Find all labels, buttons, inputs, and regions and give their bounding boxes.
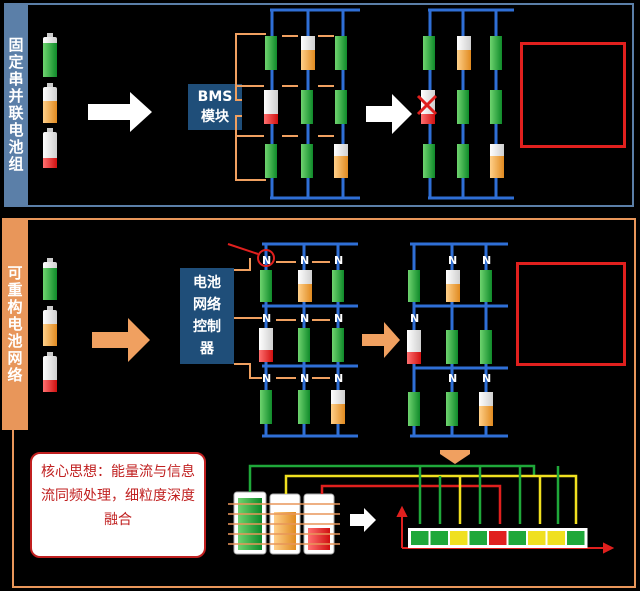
- bms-label-line2: 模块: [201, 109, 229, 125]
- info-flow-lines: [248, 464, 578, 524]
- svg-text:N: N: [482, 254, 491, 267]
- network-controller-box: 电池 网络 控制 器: [180, 268, 234, 364]
- state-cell: [508, 531, 526, 545]
- state-cell: [450, 531, 468, 545]
- sample-battery-full: [43, 33, 57, 77]
- reconfigured-grid-batteries: [407, 270, 493, 426]
- state-cell: [547, 531, 565, 545]
- arrow-right-icon: [350, 508, 376, 532]
- cell-stack-illustration: [228, 491, 340, 555]
- top-red-highlight-box: [520, 42, 626, 148]
- arrow-right-icon: [88, 92, 152, 132]
- highlighted-switch-icon: [257, 249, 275, 267]
- svg-text:N: N: [262, 372, 271, 385]
- arrow-right-icon: [366, 94, 412, 134]
- controller-line3: 控制: [193, 319, 221, 335]
- bms-module-box: BMS 模块: [188, 84, 242, 130]
- state-cell: [469, 531, 487, 545]
- controller-wiring: [234, 258, 330, 379]
- svg-text:N: N: [334, 372, 343, 385]
- arrow-down-icon: [440, 450, 470, 464]
- pointer-line: [227, 243, 259, 255]
- svg-text:N: N: [300, 372, 309, 385]
- bms-wiring: [235, 33, 334, 181]
- reconfigurable-network-title: 可重构电池网络: [2, 218, 28, 430]
- state-cell: [411, 531, 429, 545]
- bms-label-line1: BMS: [197, 89, 233, 105]
- svg-text:N: N: [334, 312, 343, 325]
- reconfig-grid-batteries: [259, 270, 345, 424]
- arrow-right-icon: [362, 322, 400, 358]
- controller-line2: 网络: [193, 297, 221, 313]
- core-idea-text: 核心思想：能量流与信息流同频处理，细粒度深度融合: [41, 464, 195, 528]
- svg-text:N: N: [300, 312, 309, 325]
- sample-battery-low: [43, 128, 57, 168]
- state-cell: [489, 531, 507, 545]
- controller-line4: 器: [200, 341, 214, 357]
- fixed-grid-batteries: [264, 36, 348, 178]
- fixed-pack-title: 固定串并联电池组: [4, 3, 28, 207]
- svg-text:N: N: [482, 372, 491, 385]
- bottom-red-highlight-box: [516, 262, 626, 366]
- faulty-grid-batteries: [421, 36, 504, 178]
- svg-text:N: N: [262, 312, 271, 325]
- svg-text:N: N: [300, 254, 309, 267]
- svg-text:N: N: [410, 312, 419, 325]
- sample-battery-half: [43, 306, 57, 346]
- core-idea-callout: 核心思想：能量流与信息流同频处理，细粒度深度融合: [30, 452, 206, 558]
- svg-text:N: N: [262, 254, 271, 267]
- sample-battery-half: [43, 83, 57, 123]
- controller-line1: 电池: [193, 275, 221, 291]
- state-cell: [567, 531, 585, 545]
- state-sequence-bar: [408, 528, 588, 548]
- fault-x-icon: [416, 94, 438, 116]
- state-cell: [528, 531, 546, 545]
- svg-text:N: N: [334, 254, 343, 267]
- svg-text:N: N: [448, 372, 457, 385]
- switch-icons: N N N N N N N N N N N N N N: [262, 254, 491, 385]
- arrow-right-icon: [92, 318, 150, 362]
- sample-battery-low: [43, 352, 57, 392]
- svg-text:N: N: [448, 254, 457, 267]
- sample-battery-full: [43, 258, 57, 300]
- state-cell: [430, 531, 448, 545]
